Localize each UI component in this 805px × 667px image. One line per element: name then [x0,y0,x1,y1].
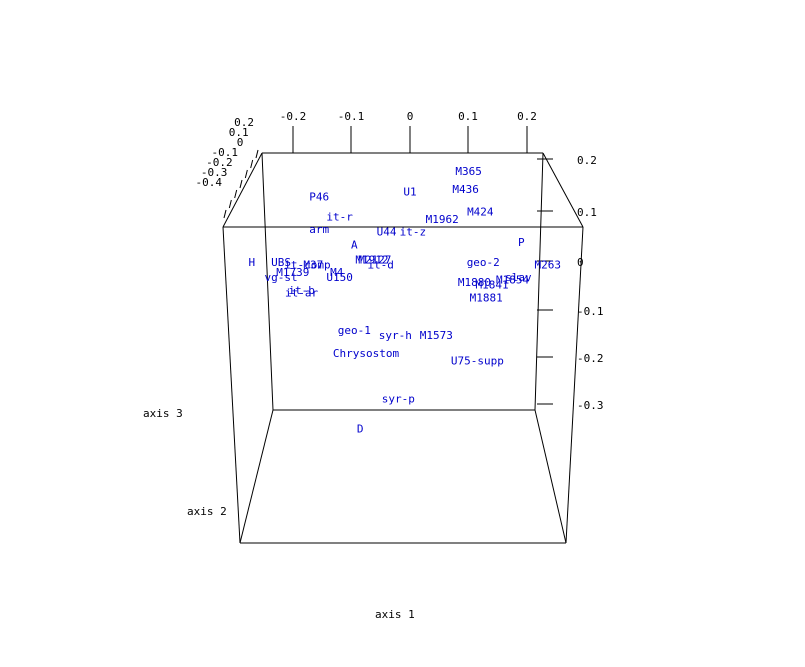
point-label: M2127 [358,253,391,266]
point-label: it-r [326,211,353,224]
point-label: U75-supp [451,354,504,367]
y-tick-mark [223,209,227,219]
point-label: M4 [330,266,344,279]
point-label: it-ar [285,286,318,299]
z-tick-label: -0.2 [577,352,604,365]
z-axis-title: axis 3 [143,407,183,420]
point-label: it-z [400,226,427,239]
depth-edge [239,409,274,544]
point-label: Chrysostom [333,347,400,360]
y-axis-ticks: -0.4-0.3-0.2-0.100.10.2 [196,116,259,219]
x-axis-ticks: -0.2 -0.1 0 0.1 0.2 [280,110,537,153]
y-tick-label: -0.1 [212,146,239,159]
y-tick-mark [234,189,238,199]
point-label: it-b [288,284,315,297]
point-label: it-d [367,259,394,272]
point-label: syr-p [382,392,415,405]
point-label: M1841 [475,279,508,292]
x-axis-title: axis 1 [375,608,415,621]
point-label: M436 [452,183,479,196]
point-label: P46 [309,190,329,203]
point-label: M424 [467,206,494,219]
front-face-edge [222,226,241,544]
z-tick-label: 0 [577,256,584,269]
y-tick-mark [255,149,259,159]
point-label: slav [505,271,532,284]
point-label: A [351,238,358,251]
y-tick-label: 0.1 [229,126,249,139]
point-label: M1854 [496,274,529,287]
x-tick-label: -0.2 [280,110,307,123]
point-label: M1912 [355,253,388,266]
point-label: M37 [303,259,323,272]
point-label: H [248,256,255,269]
y-tick-label: -0.3 [201,166,228,179]
point-label: arm [309,223,329,236]
point-label: geo-1 [338,324,371,337]
point-label: vg-st [265,271,298,284]
depth-edge [542,152,584,228]
depth-edge [534,409,567,544]
z-tick-label: 0.1 [577,206,597,219]
y-tick-label: 0 [237,136,244,149]
point-label: geo-2 [467,256,500,269]
z-tick-label: -0.3 [577,399,604,412]
depth-edge [222,152,263,228]
y-tick-label: -0.4 [196,176,223,189]
point-label: U1 [403,185,416,198]
y-tick-mark [228,199,232,209]
point-label: U150 [326,271,353,284]
point-label: UBS [271,256,291,269]
x-tick-label: -0.1 [338,110,365,123]
z-tick-label: 0.2 [577,154,597,167]
y-tick-mark [239,179,243,189]
point-label: M263 [534,259,561,272]
z-axis-ticks: 0.2 0.1 0 -0.1 -0.2 -0.3 [537,154,604,412]
point-label: M1880 [458,276,491,289]
front-face-edge [565,226,584,544]
point-label: M1739 [276,266,309,279]
point-label: it-comp [284,259,330,272]
point-label: M1573 [420,329,453,342]
point-label: M1881 [470,291,503,304]
x-tick-label: 0.1 [458,110,478,123]
x-tick-label: 0 [407,110,414,123]
plot-box [222,152,584,544]
back-face-edge [261,152,274,411]
point-label: D [357,423,364,436]
point-label: P [518,236,525,249]
y-tick-mark [244,169,248,179]
point-label: syr-h [379,329,412,342]
point-label: U44 [377,226,397,239]
x-tick-label: 0.2 [517,110,537,123]
point-label: M1962 [426,213,459,226]
y-tick-mark [250,159,254,169]
z-tick-label: -0.1 [577,305,604,318]
point-label: M365 [455,165,482,178]
back-face-edge [534,152,544,411]
y-axis-title: axis 2 [187,505,227,518]
y-tick-label: 0.2 [234,116,254,129]
y-tick-label: -0.2 [206,156,233,169]
